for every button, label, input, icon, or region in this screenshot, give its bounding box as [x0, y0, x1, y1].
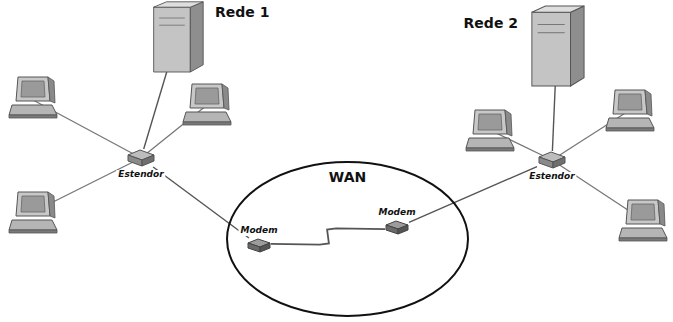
modem-icon-shape [385, 220, 409, 235]
modem-side [248, 243, 260, 252]
hub-side [128, 155, 142, 166]
wan-outline [227, 162, 468, 316]
computer-icon [466, 110, 514, 151]
modem-icon: Modem [385, 220, 409, 235]
computer-icon [9, 192, 57, 233]
computer-icon [183, 84, 231, 125]
hub-icon-shape [126, 149, 156, 167]
server-top [154, 2, 204, 7]
server-slot [538, 32, 565, 33]
computer-icon [9, 77, 57, 118]
server-icon: Rede 2 [528, 4, 586, 86]
device-label: Modem [376, 208, 417, 218]
hub-icon: Estendor [537, 151, 567, 169]
server-side [571, 6, 585, 86]
region-label: WAN [327, 170, 368, 185]
network-cable [409, 167, 537, 223]
server-slot [159, 25, 185, 26]
hub-side [142, 155, 154, 166]
modem-icon-shape [247, 238, 271, 253]
wan-link [271, 228, 385, 244]
hub-side [553, 157, 565, 168]
wan-ellipse: WANModemModem [225, 160, 470, 318]
hub-side [539, 157, 553, 168]
device-label: Rede 2 [462, 16, 520, 31]
modem-side [260, 243, 270, 252]
network-cable [144, 72, 167, 149]
server-front [532, 12, 571, 86]
wires [33, 100, 643, 220]
device-label: Rede 1 [213, 5, 271, 20]
computer-icon [606, 90, 654, 131]
device-label: Modem [238, 226, 279, 236]
server-icon: Rede 1 [150, 0, 205, 72]
hub-icon: Estendor [126, 149, 156, 167]
modem-side [386, 225, 398, 234]
modem-icon: Modem [247, 238, 271, 253]
server-icon-shape [150, 0, 205, 72]
server-front [154, 7, 191, 72]
device-label: Estendor [116, 170, 165, 180]
server-top [532, 6, 584, 12]
computer-icon [619, 200, 667, 241]
server-slot [159, 18, 185, 19]
server-icon-shape [528, 4, 586, 86]
hub-icon-shape [537, 151, 567, 169]
modem-side [398, 225, 408, 234]
network-cable [552, 86, 555, 151]
server-side [190, 2, 203, 72]
device-label: Estendor [527, 172, 576, 182]
server-slot [538, 24, 565, 25]
network-cable [153, 167, 249, 238]
